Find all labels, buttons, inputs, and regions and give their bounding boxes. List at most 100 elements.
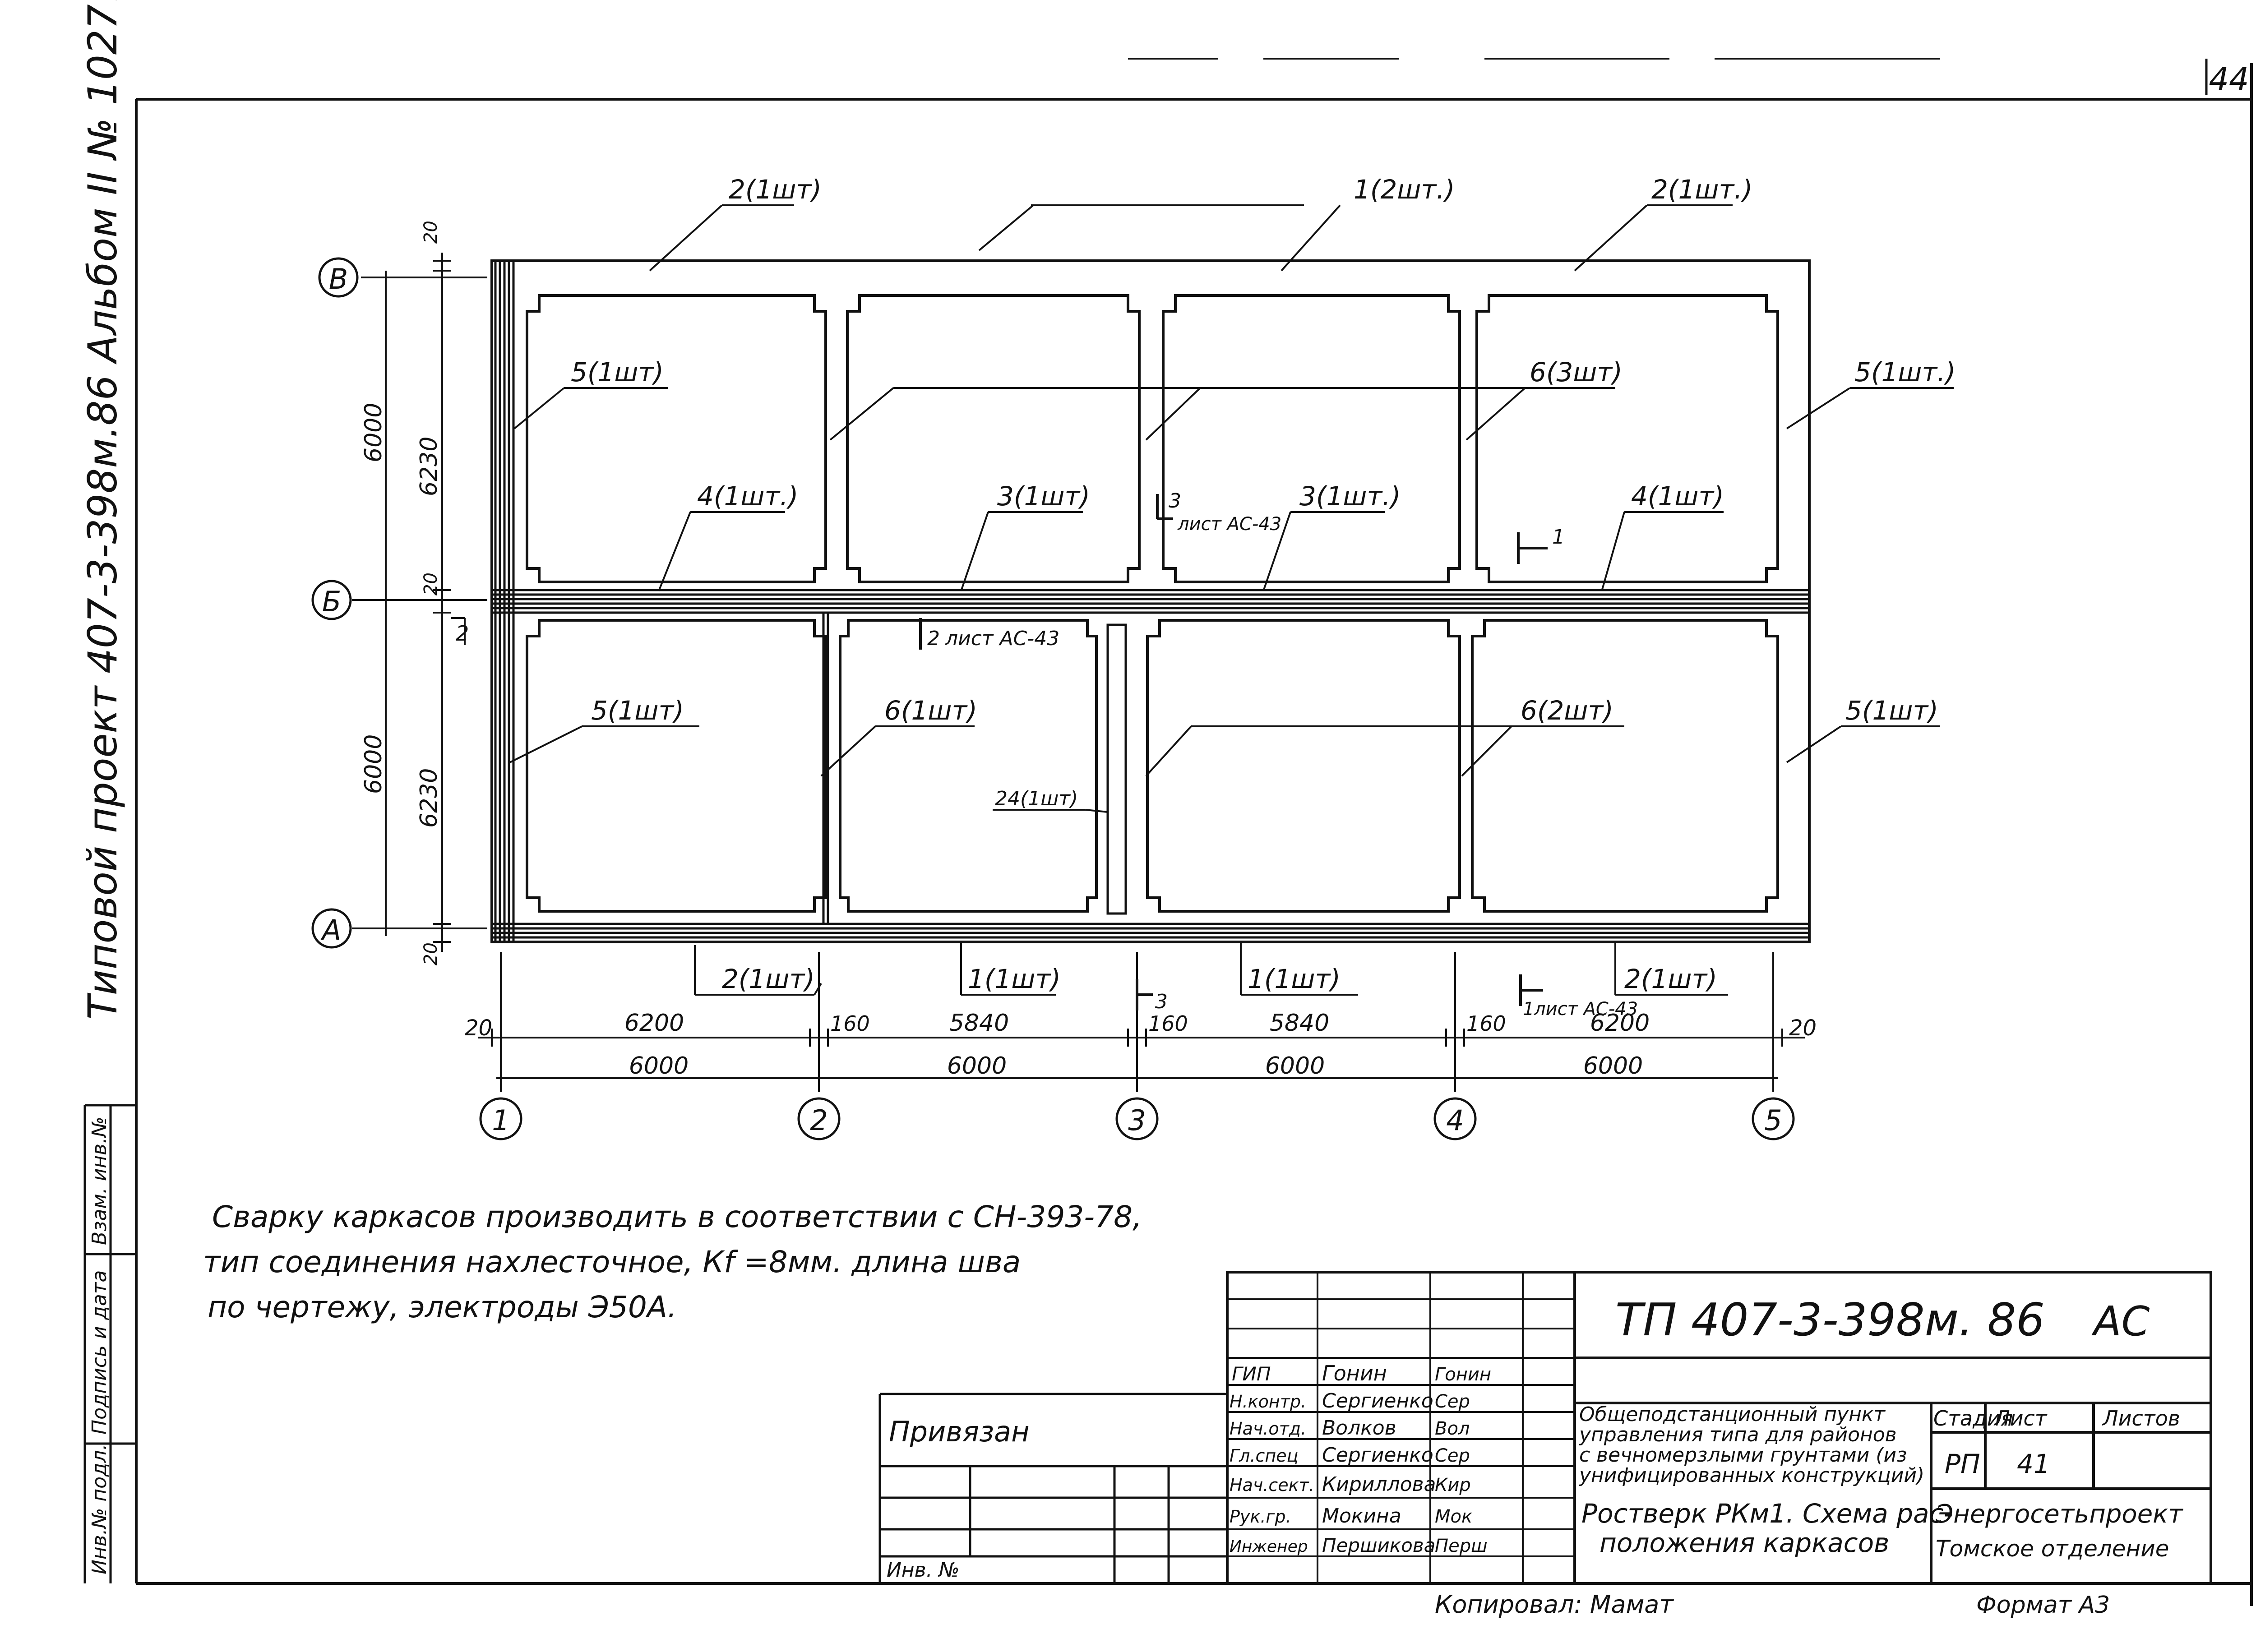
sheet-value: 41 bbox=[2017, 1449, 2050, 1479]
callout-upper-3: 5(1шт.) bbox=[1854, 357, 1956, 388]
callout-upper-1: 5(1шт) bbox=[571, 357, 664, 388]
callout-lower-4: 5(1шт) bbox=[1845, 695, 1938, 726]
dim-b-inner-9: 20 bbox=[1789, 1015, 1817, 1041]
dim-b-inner-3: 160 bbox=[830, 1011, 870, 1036]
dim-b-inner-4: 5840 bbox=[949, 1010, 1009, 1037]
note-line-3: по чертежу, электроды Э50А. bbox=[208, 1290, 677, 1324]
sign-5: Кир bbox=[1435, 1475, 1471, 1495]
role-3: Нач.отд. bbox=[1230, 1419, 1306, 1439]
callout-bottom-1: 2(1шт) bbox=[722, 964, 815, 994]
callout-upper-2: 6(3шт) bbox=[1530, 357, 1623, 388]
callout-mid-1: 4(1шт.) bbox=[697, 481, 798, 512]
note-line-1: Сварку каркасов производить в соответств… bbox=[212, 1200, 1142, 1234]
plan-outline bbox=[490, 259, 1811, 943]
dim-b-outer-1: 6000 bbox=[629, 1052, 689, 1080]
sheet-title-1: Ростверк РКм1. Схема рас- bbox=[1581, 1498, 1953, 1529]
name-7: Першикова bbox=[1322, 1534, 1435, 1556]
section-2-mid: 2 bbox=[927, 627, 940, 650]
org-name: Энергосетьпроект bbox=[1935, 1500, 2183, 1529]
section-3-top-ref: лист АС-43 bbox=[1177, 514, 1281, 535]
role-1: ГИП bbox=[1232, 1363, 1271, 1385]
cage-panels bbox=[526, 294, 1779, 913]
stage-label: Стадия bbox=[1933, 1406, 2013, 1431]
format-label: Формат А3 bbox=[1976, 1592, 2110, 1619]
dimension-lines bbox=[377, 253, 1805, 1087]
sign-4: Сер bbox=[1435, 1445, 1470, 1466]
axis-lines bbox=[352, 277, 1774, 1092]
dim-b-outer-4: 6000 bbox=[1583, 1052, 1643, 1080]
dim-v-small-1: 20 bbox=[421, 221, 441, 244]
section-3-bottom: 3 bbox=[1155, 990, 1168, 1013]
binding-label: Привязан bbox=[889, 1415, 1030, 1448]
project-name-4: унифицированных конструкций) bbox=[1578, 1464, 1924, 1487]
section-1-bottom-ref: лист АС-43 bbox=[1534, 999, 1638, 1020]
stage-value: РП bbox=[1945, 1449, 1980, 1479]
dim-b-inner-5: 160 bbox=[1148, 1011, 1188, 1036]
row-axis-b: В bbox=[318, 257, 359, 298]
drawing-mark: АС bbox=[2091, 1298, 2150, 1345]
name-3: Волков bbox=[1322, 1417, 1396, 1440]
section-2-mid-ref: лист АС-43 bbox=[945, 627, 1059, 650]
col-axis-1: 1 bbox=[479, 1097, 522, 1140]
sign-2: Сер bbox=[1435, 1391, 1470, 1412]
copied-by: Копировал: Мамат bbox=[1435, 1590, 1674, 1619]
dim-v-small-3: 20 bbox=[421, 942, 441, 965]
title-block-rows bbox=[1227, 1272, 1575, 1583]
project-name-3: с вечномерзлыми грунтами (из bbox=[1579, 1444, 1907, 1467]
stamp-signature: Подпись и дата bbox=[88, 1270, 111, 1435]
dim-v-outer-2: 6000 bbox=[360, 734, 387, 794]
side-title: Типовой проект 407-3-398м.86 Альбом II №… bbox=[79, 0, 126, 1020]
dim-v-inner-1: 6230 bbox=[416, 437, 443, 496]
dim-b-inner-8: 6200 bbox=[1590, 1010, 1650, 1037]
dim-b-outer-2: 6000 bbox=[947, 1052, 1007, 1080]
left-stamp bbox=[83, 1104, 136, 1583]
svg-text:5: 5 bbox=[1764, 1104, 1782, 1137]
section-1-bottom: 1 bbox=[1523, 999, 1534, 1020]
name-1: Гонин bbox=[1322, 1361, 1387, 1385]
project-name-2: управления типа для районов bbox=[1578, 1423, 1897, 1446]
title-block-grid bbox=[1226, 1271, 2212, 1585]
role-5: Нач.сект. bbox=[1230, 1475, 1314, 1495]
callout-mid-2: 3(1шт) bbox=[997, 481, 1090, 512]
name-5: Кириллова bbox=[1322, 1473, 1436, 1496]
svg-text:А: А bbox=[320, 914, 341, 946]
col-axis-5: 5 bbox=[1752, 1097, 1795, 1140]
stamp-inv: Инв.№ подл. bbox=[88, 1444, 111, 1574]
name-2: Сергиенко bbox=[1322, 1389, 1433, 1412]
svg-text:Б: Б bbox=[322, 585, 342, 618]
section-marks bbox=[919, 494, 1548, 1011]
section-3-top: 3 bbox=[1169, 489, 1181, 512]
project-name-1: Общеподстанционный пункт bbox=[1579, 1403, 1886, 1426]
sign-7: Перш bbox=[1435, 1536, 1488, 1556]
callout-lower-2: 6(1шт) bbox=[884, 695, 977, 726]
col-axis-2: 2 bbox=[797, 1097, 841, 1140]
dim-b-inner-2: 6200 bbox=[624, 1010, 684, 1037]
name-6: Мокина bbox=[1322, 1504, 1401, 1527]
dim-v-small-2: 20 bbox=[421, 572, 441, 595]
callout-top-3: 2(1шт.) bbox=[1651, 174, 1752, 205]
callout-bottom-2: 1(1шт) bbox=[968, 964, 1061, 994]
callout-bottom-3: 1(1шт) bbox=[1248, 964, 1341, 994]
callout-mid-4: 4(1шт) bbox=[1631, 481, 1724, 512]
role-2: Н.контр. bbox=[1230, 1392, 1306, 1412]
note-line-2: тип соединения нахлесточное, Кf =8мм. дл… bbox=[203, 1245, 1021, 1279]
callout-mid-3: 3(1шт.) bbox=[1299, 481, 1401, 512]
stamp-replace: Взам. инв.№ bbox=[88, 1117, 111, 1245]
sign-3: Вол bbox=[1435, 1418, 1470, 1439]
binding-inv: Инв. № bbox=[887, 1559, 959, 1582]
role-4: Гл.спец bbox=[1230, 1446, 1299, 1466]
sheet-label: Лист bbox=[1993, 1406, 2048, 1431]
sign-1: Гонин bbox=[1435, 1364, 1491, 1385]
dim-v-small-4: 2 bbox=[456, 621, 469, 646]
dim-b-inner-6: 5840 bbox=[1270, 1010, 1329, 1037]
callout-top-2: 1(2шт.) bbox=[1354, 174, 1455, 205]
callout-top-1: 2(1шт) bbox=[729, 174, 822, 205]
name-4: Сергиенко bbox=[1322, 1444, 1433, 1467]
leader-lines bbox=[509, 204, 1954, 996]
section-1-upper: 1 bbox=[1552, 526, 1565, 549]
svg-text:3: 3 bbox=[1128, 1104, 1146, 1137]
dim-b-inner-1: 20 bbox=[465, 1015, 492, 1041]
callout-bottom-4: 2(1шт) bbox=[1624, 964, 1717, 994]
sign-6: Мок bbox=[1435, 1506, 1472, 1527]
binding-block bbox=[878, 1393, 1227, 1583]
